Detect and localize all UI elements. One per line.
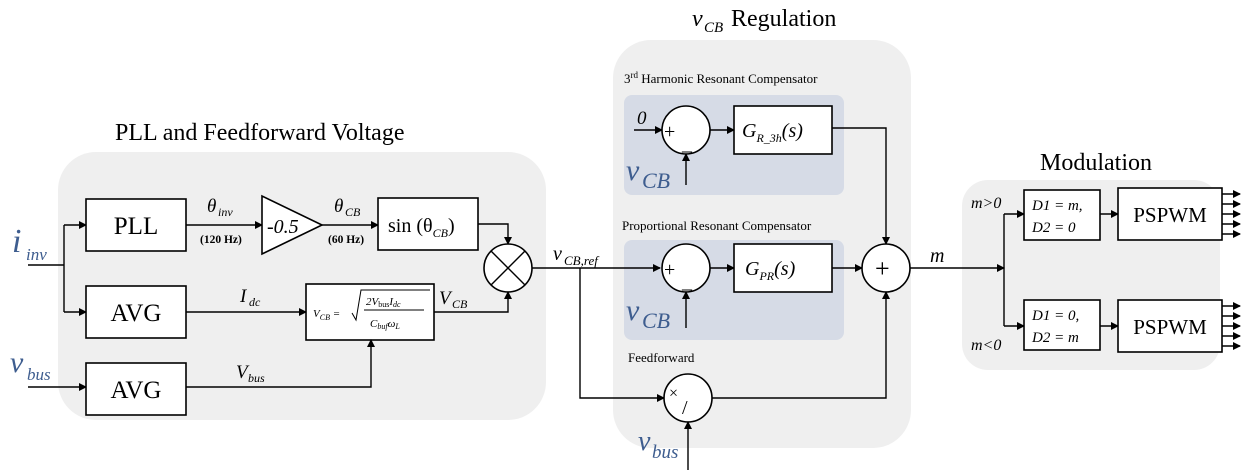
freq-60: (60 Hz): [328, 234, 364, 246]
vcb-blue-1-sub: CB: [642, 168, 670, 193]
minus-pr: _: [681, 271, 693, 293]
duty-bottom-line1: D1 = 0,: [1031, 308, 1079, 324]
duty-block-bottom: [1023, 299, 1101, 351]
pll-block-label: PLL: [114, 213, 158, 240]
avg-block-2: [85, 362, 187, 416]
formula-lhs: VCB =: [313, 308, 340, 322]
duty-block-top: [1023, 189, 1101, 241]
feedforward-title: Feedforward: [628, 350, 695, 365]
vcb-ref-sub: CB,ref: [564, 253, 600, 268]
pspwm-top-label: PSPWM: [1133, 203, 1207, 227]
duty-bottom-line2: D2 = m: [1031, 330, 1079, 346]
formula-numerator: 2VbusIdc: [366, 296, 401, 309]
vcb-blue-1: v: [626, 154, 640, 187]
pspwm-bottom-label: PSPWM: [1133, 315, 1207, 339]
vbus-cap-sub: bus: [248, 371, 265, 385]
pr-comp-title: Proportional Resonant Compensator: [622, 218, 812, 233]
pspwm-bottom-outputs: [1222, 302, 1241, 350]
i-inv-sub: inv: [26, 245, 47, 264]
g-r3h-block: [733, 105, 833, 155]
vcb-blue-2: v: [626, 294, 640, 327]
regulation-title-v: v: [692, 6, 703, 32]
main-sum-plus: +: [875, 254, 890, 283]
zero-ref: 0: [637, 108, 647, 129]
vcb-formula-block: [305, 283, 435, 341]
gain-label: -0.5: [267, 216, 299, 238]
divide-sign: /: [682, 397, 688, 419]
theta-inv-label: θ: [207, 196, 216, 217]
g-pr-block: [733, 243, 833, 293]
pspwm-block-bottom: [1117, 299, 1223, 353]
m-positive-label: m>0: [971, 195, 1001, 212]
i-inv-label: i: [12, 223, 21, 260]
vbus-bottom-sub: bus: [652, 442, 678, 463]
sqrt-symbol: [351, 289, 430, 322]
v-bus-input-sub: bus: [27, 365, 51, 384]
vcb-sub: CB: [452, 297, 468, 311]
avg-block-1-label: AVG: [111, 300, 162, 327]
theta-cb-label: θ: [334, 196, 343, 217]
gain-block: [261, 194, 324, 256]
g-r3h-label: GR_3h(s): [742, 120, 803, 145]
pspwm-top-outputs: [1222, 190, 1241, 238]
regulation-title-sub: CB: [704, 20, 723, 36]
m-negative-label: m<0: [971, 337, 1001, 354]
vbus-bottom-label: v: [638, 426, 651, 457]
minus-3h: _: [681, 133, 693, 155]
duty-top-line2: D2 = 0: [1031, 220, 1076, 236]
pll-section-title: PLL and Feedforward Voltage: [115, 120, 405, 146]
times-sign: ×: [669, 385, 678, 402]
plus-pr: +: [664, 259, 675, 281]
idc-label: I: [239, 286, 248, 307]
formula-denominator: CbufωL: [370, 318, 400, 331]
vcb-label: V: [439, 288, 453, 309]
freq-120: (120 Hz): [200, 234, 242, 246]
harmonic-comp-title: 3rd Harmonic Resonant Compensator: [624, 70, 818, 86]
m-label: m: [930, 245, 944, 267]
plus-3h: +: [664, 121, 675, 143]
theta-inv-sub: inv: [218, 205, 233, 219]
vcb-ref-label: v: [553, 243, 562, 265]
modulation-title: Modulation: [1040, 150, 1152, 176]
g-pr-label: GPR(s): [745, 258, 796, 283]
duty-top-line1: D1 = m,: [1031, 198, 1083, 214]
idc-sub: dc: [249, 295, 261, 309]
avg-block-2-label: AVG: [111, 377, 162, 404]
v-bus-input-label: v: [10, 346, 24, 379]
pspwm-block-top: [1117, 187, 1223, 241]
vcb-blue-2-sub: CB: [642, 308, 670, 333]
theta-cb-sub: CB: [345, 205, 361, 219]
vbus-cap-label: V: [236, 362, 250, 383]
sin-block-label: sin (θCB): [388, 215, 455, 240]
regulation-title-text: Regulation: [731, 6, 836, 32]
